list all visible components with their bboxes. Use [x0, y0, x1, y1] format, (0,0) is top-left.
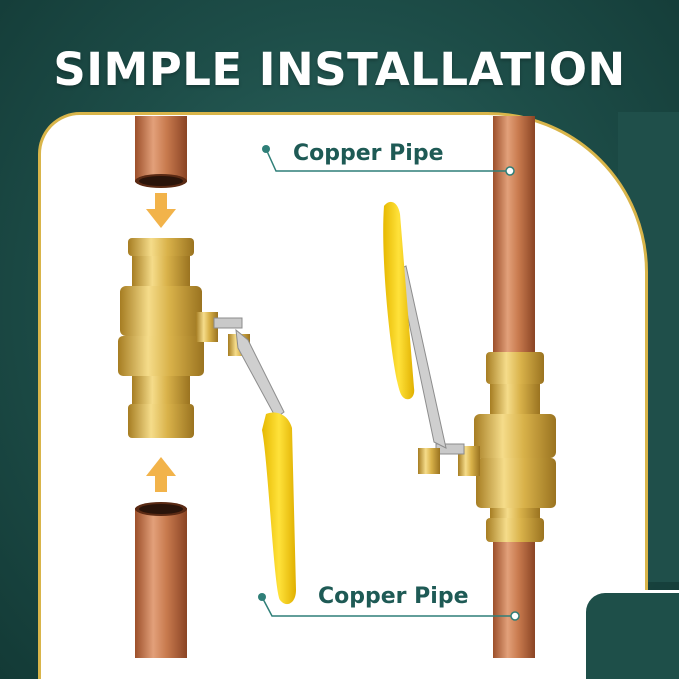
copper-pipe-label-top: Copper Pipe — [293, 141, 444, 166]
corner-decoration — [583, 590, 679, 679]
arrow-up-icon — [146, 457, 176, 492]
right-ball-valve — [383, 201, 556, 542]
copper-pipe-label-bottom: Copper Pipe — [318, 584, 469, 609]
right-copper-pipe — [493, 116, 535, 658]
left-bottom-copper-pipe — [135, 502, 187, 658]
callout-leader-top — [262, 145, 515, 176]
arrow-down-icon — [146, 193, 176, 228]
callout-leader-bottom — [258, 593, 520, 621]
left-ball-valve — [118, 238, 296, 605]
headline: SIMPLE INSTALLATION — [53, 43, 626, 96]
left-top-copper-pipe — [135, 116, 187, 188]
